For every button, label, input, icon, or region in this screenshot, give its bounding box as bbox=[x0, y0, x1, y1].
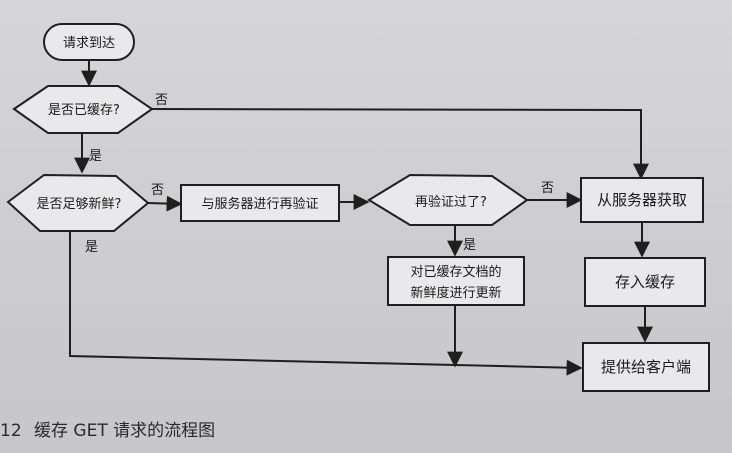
store-in-cache-label: 存入缓存 bbox=[615, 273, 675, 291]
is-cached-decision: 是否已缓存? bbox=[12, 85, 154, 134]
edge-cached-no bbox=[151, 108, 649, 180]
serve-to-client-box: 提供给客户端 bbox=[582, 342, 710, 392]
is-fresh-label: 是否足够新鲜? bbox=[37, 196, 122, 212]
fetch-from-server-label: 从服务器获取 bbox=[597, 191, 687, 209]
fresh-yes-label: 是 bbox=[85, 240, 98, 255]
revalidated-decision: 再验证过了? bbox=[367, 173, 529, 226]
start-label: 请求到达 bbox=[63, 36, 115, 51]
cached-yes-label: 是 bbox=[89, 149, 102, 164]
update-freshness-box: 对已缓存文档的 新鲜度进行更新 bbox=[387, 256, 525, 306]
is-fresh-decision: 是否足够新鲜? bbox=[6, 173, 150, 232]
edge-fresh-yes bbox=[69, 230, 583, 376]
update-freshness-label-line1: 对已缓存文档的 bbox=[410, 264, 501, 280]
revalidated-yes-label: 是 bbox=[463, 238, 476, 253]
revalidate-box: 与服务器进行再验证 bbox=[180, 184, 340, 222]
edge-fresh-no bbox=[147, 195, 183, 212]
update-freshness-label-line2: 新鲜度进行更新 bbox=[410, 285, 501, 301]
cached-no-label: 否 bbox=[155, 93, 168, 108]
caption-number: 12 bbox=[0, 421, 22, 441]
store-in-cache-box: 存入缓存 bbox=[584, 257, 706, 307]
serve-to-client-label: 提供给客户端 bbox=[601, 358, 691, 376]
revalidated-no-label: 否 bbox=[541, 181, 554, 196]
fetch-from-server-box: 从服务器获取 bbox=[580, 177, 704, 223]
fresh-no-label: 否 bbox=[151, 183, 164, 198]
revalidate-label: 与服务器进行再验证 bbox=[201, 196, 318, 212]
revalidated-label: 再验证过了? bbox=[415, 194, 487, 210]
start-node: 请求到达 bbox=[43, 23, 135, 61]
is-cached-label: 是否已缓存? bbox=[48, 103, 120, 118]
caption-text: 缓存 GET 请求的流程图 bbox=[34, 421, 215, 441]
